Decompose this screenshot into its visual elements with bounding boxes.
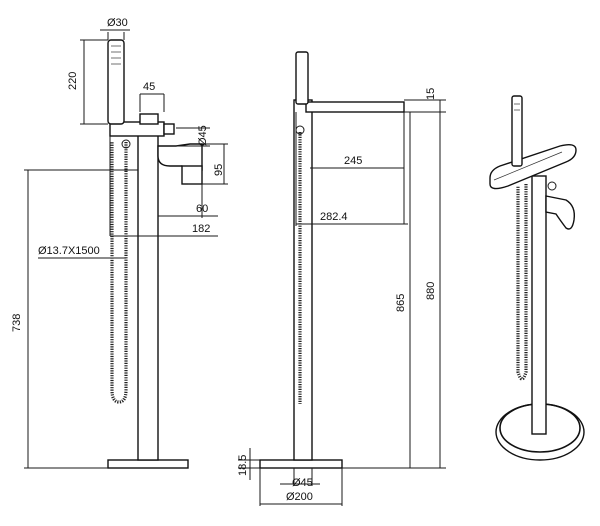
- pipe-perspective: [531, 175, 547, 435]
- front-view: Ø30 220 45 Ø45 95 60 182 Ø13.7X1500 738: [11, 17, 228, 469]
- dim-spout-height: 865: [395, 294, 407, 312]
- dim-offset-60: 60: [196, 203, 208, 215]
- dim-handle-diameter: Ø45: [197, 125, 209, 146]
- spout-perspective: [489, 143, 577, 190]
- dim-top-width: 45: [143, 81, 155, 93]
- base-plate: [107, 459, 189, 469]
- dim-handshower-diameter: Ø30: [107, 17, 128, 29]
- dim-base-thickness: 18.5: [237, 455, 249, 476]
- handshower: [107, 39, 125, 125]
- dim-spout-total-reach: 282.4: [320, 211, 348, 223]
- handle-perspective: [545, 195, 576, 230]
- dim-handshower-length: 220: [67, 72, 79, 90]
- perspective-view: [489, 95, 585, 461]
- hose-perspective: [516, 184, 528, 381]
- dim-hose-spec: Ø13.7X1500: [38, 245, 100, 257]
- dim-base-diameter: Ø200: [286, 491, 313, 503]
- base-plate-side: [259, 459, 343, 469]
- dim-spout-thickness: 15: [425, 88, 437, 100]
- top-cap: [139, 113, 159, 125]
- dim-handle-height: 95: [213, 164, 225, 176]
- spout: [305, 101, 405, 113]
- dim-offset-182: 182: [192, 223, 210, 235]
- side-knob: [163, 123, 175, 135]
- dim-total-height: 880: [425, 282, 437, 300]
- main-pipe-side: [293, 99, 313, 461]
- hose: [110, 142, 128, 404]
- dim-spout-reach: 245: [344, 155, 362, 167]
- dim-total-height-left: 738: [11, 314, 23, 332]
- dim-pipe-diameter: Ø45: [292, 477, 313, 489]
- side-view: 15 245 282.4 865 880 18.5 Ø45 Ø200: [237, 51, 446, 506]
- handshower-side: [295, 51, 309, 105]
- main-pipe: [137, 134, 159, 461]
- handshower-perspective: [511, 95, 523, 167]
